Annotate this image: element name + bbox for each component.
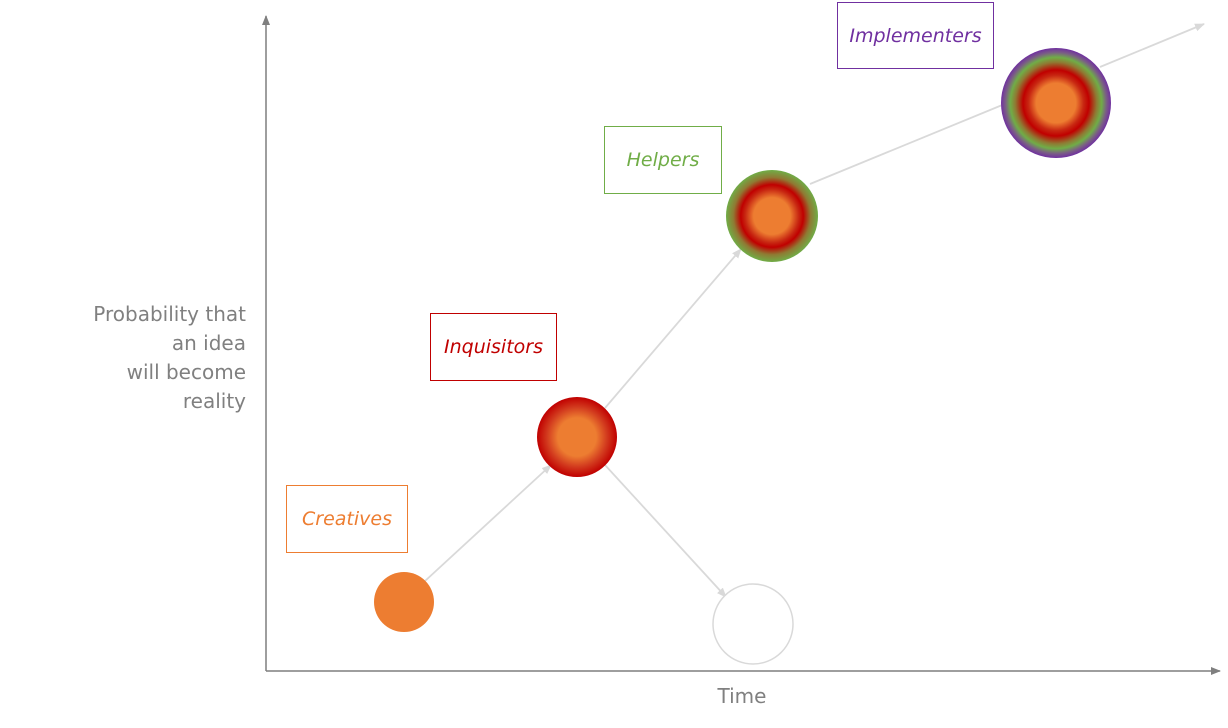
helpers-label: Helpers [626,149,700,171]
implementers-label-box: Implementers [837,2,994,69]
arrow-helpers-to-implementers [809,100,1013,185]
creatives-label: Creatives [302,508,392,530]
inquisitors-label-box: Inquisitors [430,313,557,381]
helpers-circle [726,170,818,262]
x-axis-label: Time [717,684,767,708]
y-axis-label-line: reality [182,389,246,413]
y-axis-label-line: an idea [171,331,246,355]
dead-end-circle [712,583,794,665]
inquisitors-label: Inquisitors [444,336,543,358]
y-axis-label-line: will become [126,360,246,384]
implementers-circle [1001,48,1111,158]
creatives-circle [374,572,434,632]
arrow-inquisitors-to-helpers [604,248,742,409]
arrow-creatives-to-inquisitors [424,464,552,582]
y-axis-label: Probability that an idea will become rea… [46,300,246,416]
arrow-inquisitors-to-dead-end [604,464,727,598]
y-axis-label-line: Probability that [93,302,246,326]
creatives-label-box: Creatives [286,485,408,553]
inquisitors-circle [537,397,617,477]
arrow-implementers-onward [1099,23,1205,68]
implementers-label: Implementers [849,24,982,47]
helpers-label-box: Helpers [604,126,722,194]
